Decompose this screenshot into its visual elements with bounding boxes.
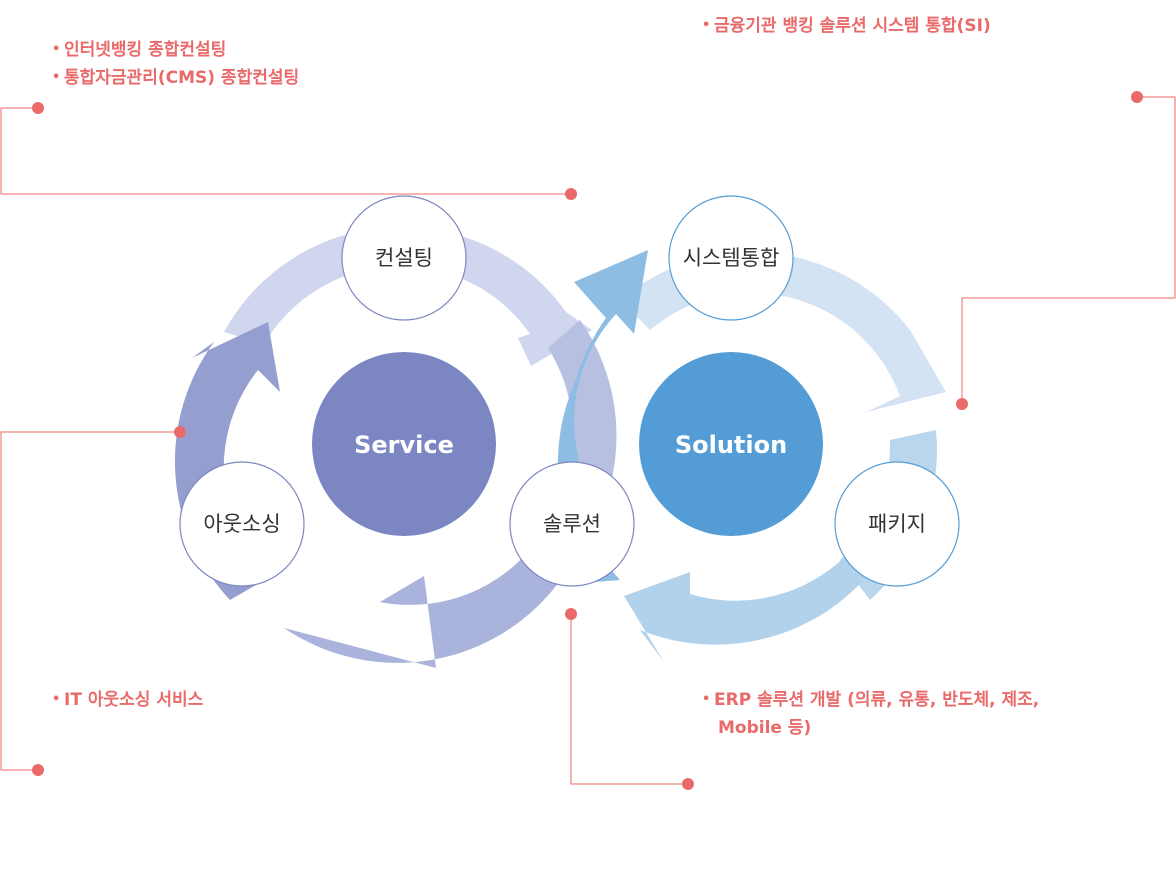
service-center [312, 352, 496, 536]
note-erp-line-2: Mobile 등) [718, 718, 812, 738]
dot-package-node [956, 398, 968, 410]
node-outsourcing: 아웃소싱 [179, 461, 305, 587]
service-arc-right [548, 320, 617, 500]
note-outsourcing-text: IT 아웃소싱 서비스 [64, 690, 204, 710]
node-package: 패키지 [834, 461, 960, 587]
dot-outsourcing-note [32, 764, 44, 776]
node-solution: 솔루션 [509, 461, 635, 587]
note-consulting-text-2: 통합자금관리(CMS) 종합컨설팅 [64, 68, 300, 88]
bullet: • [702, 692, 711, 707]
node-si: 시스템통합 [668, 195, 794, 321]
node-consulting: 컨설팅 [341, 195, 467, 321]
bullet: • [702, 18, 711, 33]
bullet: • [52, 692, 61, 707]
dot-outsourcing-node [174, 426, 186, 438]
solution-arc-left [557, 250, 648, 582]
note-si: •금융기관 뱅킹 솔루션 시스템 통합(SI) [702, 12, 991, 40]
note-consulting-item-2: •통합자금관리(CMS) 종합컨설팅 [52, 64, 299, 92]
solution-arc-bottom [624, 540, 880, 662]
dot-consulting-note [32, 102, 44, 114]
note-erp: •ERP 솔루션 개발 (의류, 유통, 반도체, 제조, Mobile 등) [702, 686, 1039, 742]
connector-dots [32, 91, 1143, 790]
service-center-label: Service [354, 431, 454, 459]
node-solution-label: 솔루션 [543, 512, 601, 536]
bullet: • [52, 42, 61, 57]
bullet: • [52, 70, 61, 85]
note-outsourcing: •IT 아웃소싱 서비스 [52, 686, 203, 714]
note-consulting-item-1: •인터넷뱅킹 종합컨설팅 [52, 36, 299, 64]
dot-erp-note [682, 778, 694, 790]
note-consulting: •인터넷뱅킹 종합컨설팅 •통합자금관리(CMS) 종합컨설팅 [52, 36, 299, 92]
note-erp-line-1: •ERP 솔루션 개발 (의류, 유통, 반도체, 제조, [702, 686, 1039, 714]
node-consulting-label: 컨설팅 [375, 246, 433, 270]
connector-outsourcing [0, 431, 180, 771]
dot-si-note [1131, 91, 1143, 103]
dot-consulting-node [565, 188, 577, 200]
dot-solution-node [565, 608, 577, 620]
connector-si [961, 96, 1176, 404]
node-si-label: 시스템통합 [683, 246, 780, 270]
note-consulting-text-1: 인터넷뱅킹 종합컨설팅 [64, 40, 227, 60]
node-package-label: 패키지 [868, 512, 926, 536]
service-arc-top [224, 226, 592, 366]
solution-center [639, 352, 823, 536]
connector-erp [570, 614, 688, 785]
note-erp-text-1: ERP 솔루션 개발 (의류, 유통, 반도체, 제조, [714, 690, 1040, 710]
note-si-text: 금융기관 뱅킹 솔루션 시스템 통합(SI) [714, 16, 991, 36]
solution-center-label: Solution [675, 431, 787, 459]
node-outsourcing-label: 아웃소싱 [203, 512, 280, 536]
connectors [0, 96, 1176, 785]
connector-consulting [0, 107, 571, 195]
service-arc-bottom [284, 552, 562, 668]
